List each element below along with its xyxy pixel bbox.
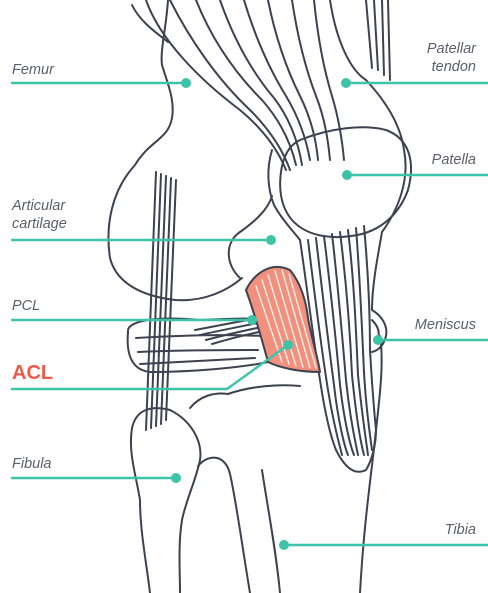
fibula-bone — [131, 408, 250, 593]
articular-cartilage-label-line1: Articular — [12, 197, 67, 215]
patellar-tendon — [146, 0, 406, 472]
femur-label: Femur — [12, 61, 54, 79]
femur-bone — [108, 0, 272, 300]
fibula-label: Fibula — [12, 455, 52, 473]
fibular-ligament — [146, 172, 176, 430]
patella-label: Patella — [432, 151, 476, 169]
fibula-pointer-dot — [171, 473, 181, 483]
patellar-tendon-label-line2: tendon — [427, 58, 476, 76]
articular-cartilage-pointer-dot — [266, 235, 276, 245]
acl-label: ACL — [12, 362, 53, 384]
patellar-tendon-pointer-dot — [341, 78, 351, 88]
patellar-tendon-label-line1: Patellar — [427, 40, 476, 58]
patella-pointer-dot — [342, 170, 352, 180]
femur-pointer-dot — [181, 78, 191, 88]
meniscus-label: Meniscus — [415, 316, 476, 334]
acl-ligament — [246, 267, 320, 372]
meniscus-pointer-dot — [373, 335, 383, 345]
patella-bone — [280, 127, 411, 237]
pcl-label: PCL — [12, 297, 40, 315]
pcl-pointer-dot — [247, 315, 257, 325]
articular-cartilage-label: Articular cartilage — [12, 197, 67, 233]
patellar-tendon-label: Patellar tendon — [427, 40, 476, 76]
tibia-pointer-dot — [279, 540, 289, 550]
articular-cartilage-label-line2: cartilage — [12, 215, 67, 233]
acl-pointer-dot — [283, 340, 293, 350]
tibia-label: Tibia — [445, 521, 476, 539]
